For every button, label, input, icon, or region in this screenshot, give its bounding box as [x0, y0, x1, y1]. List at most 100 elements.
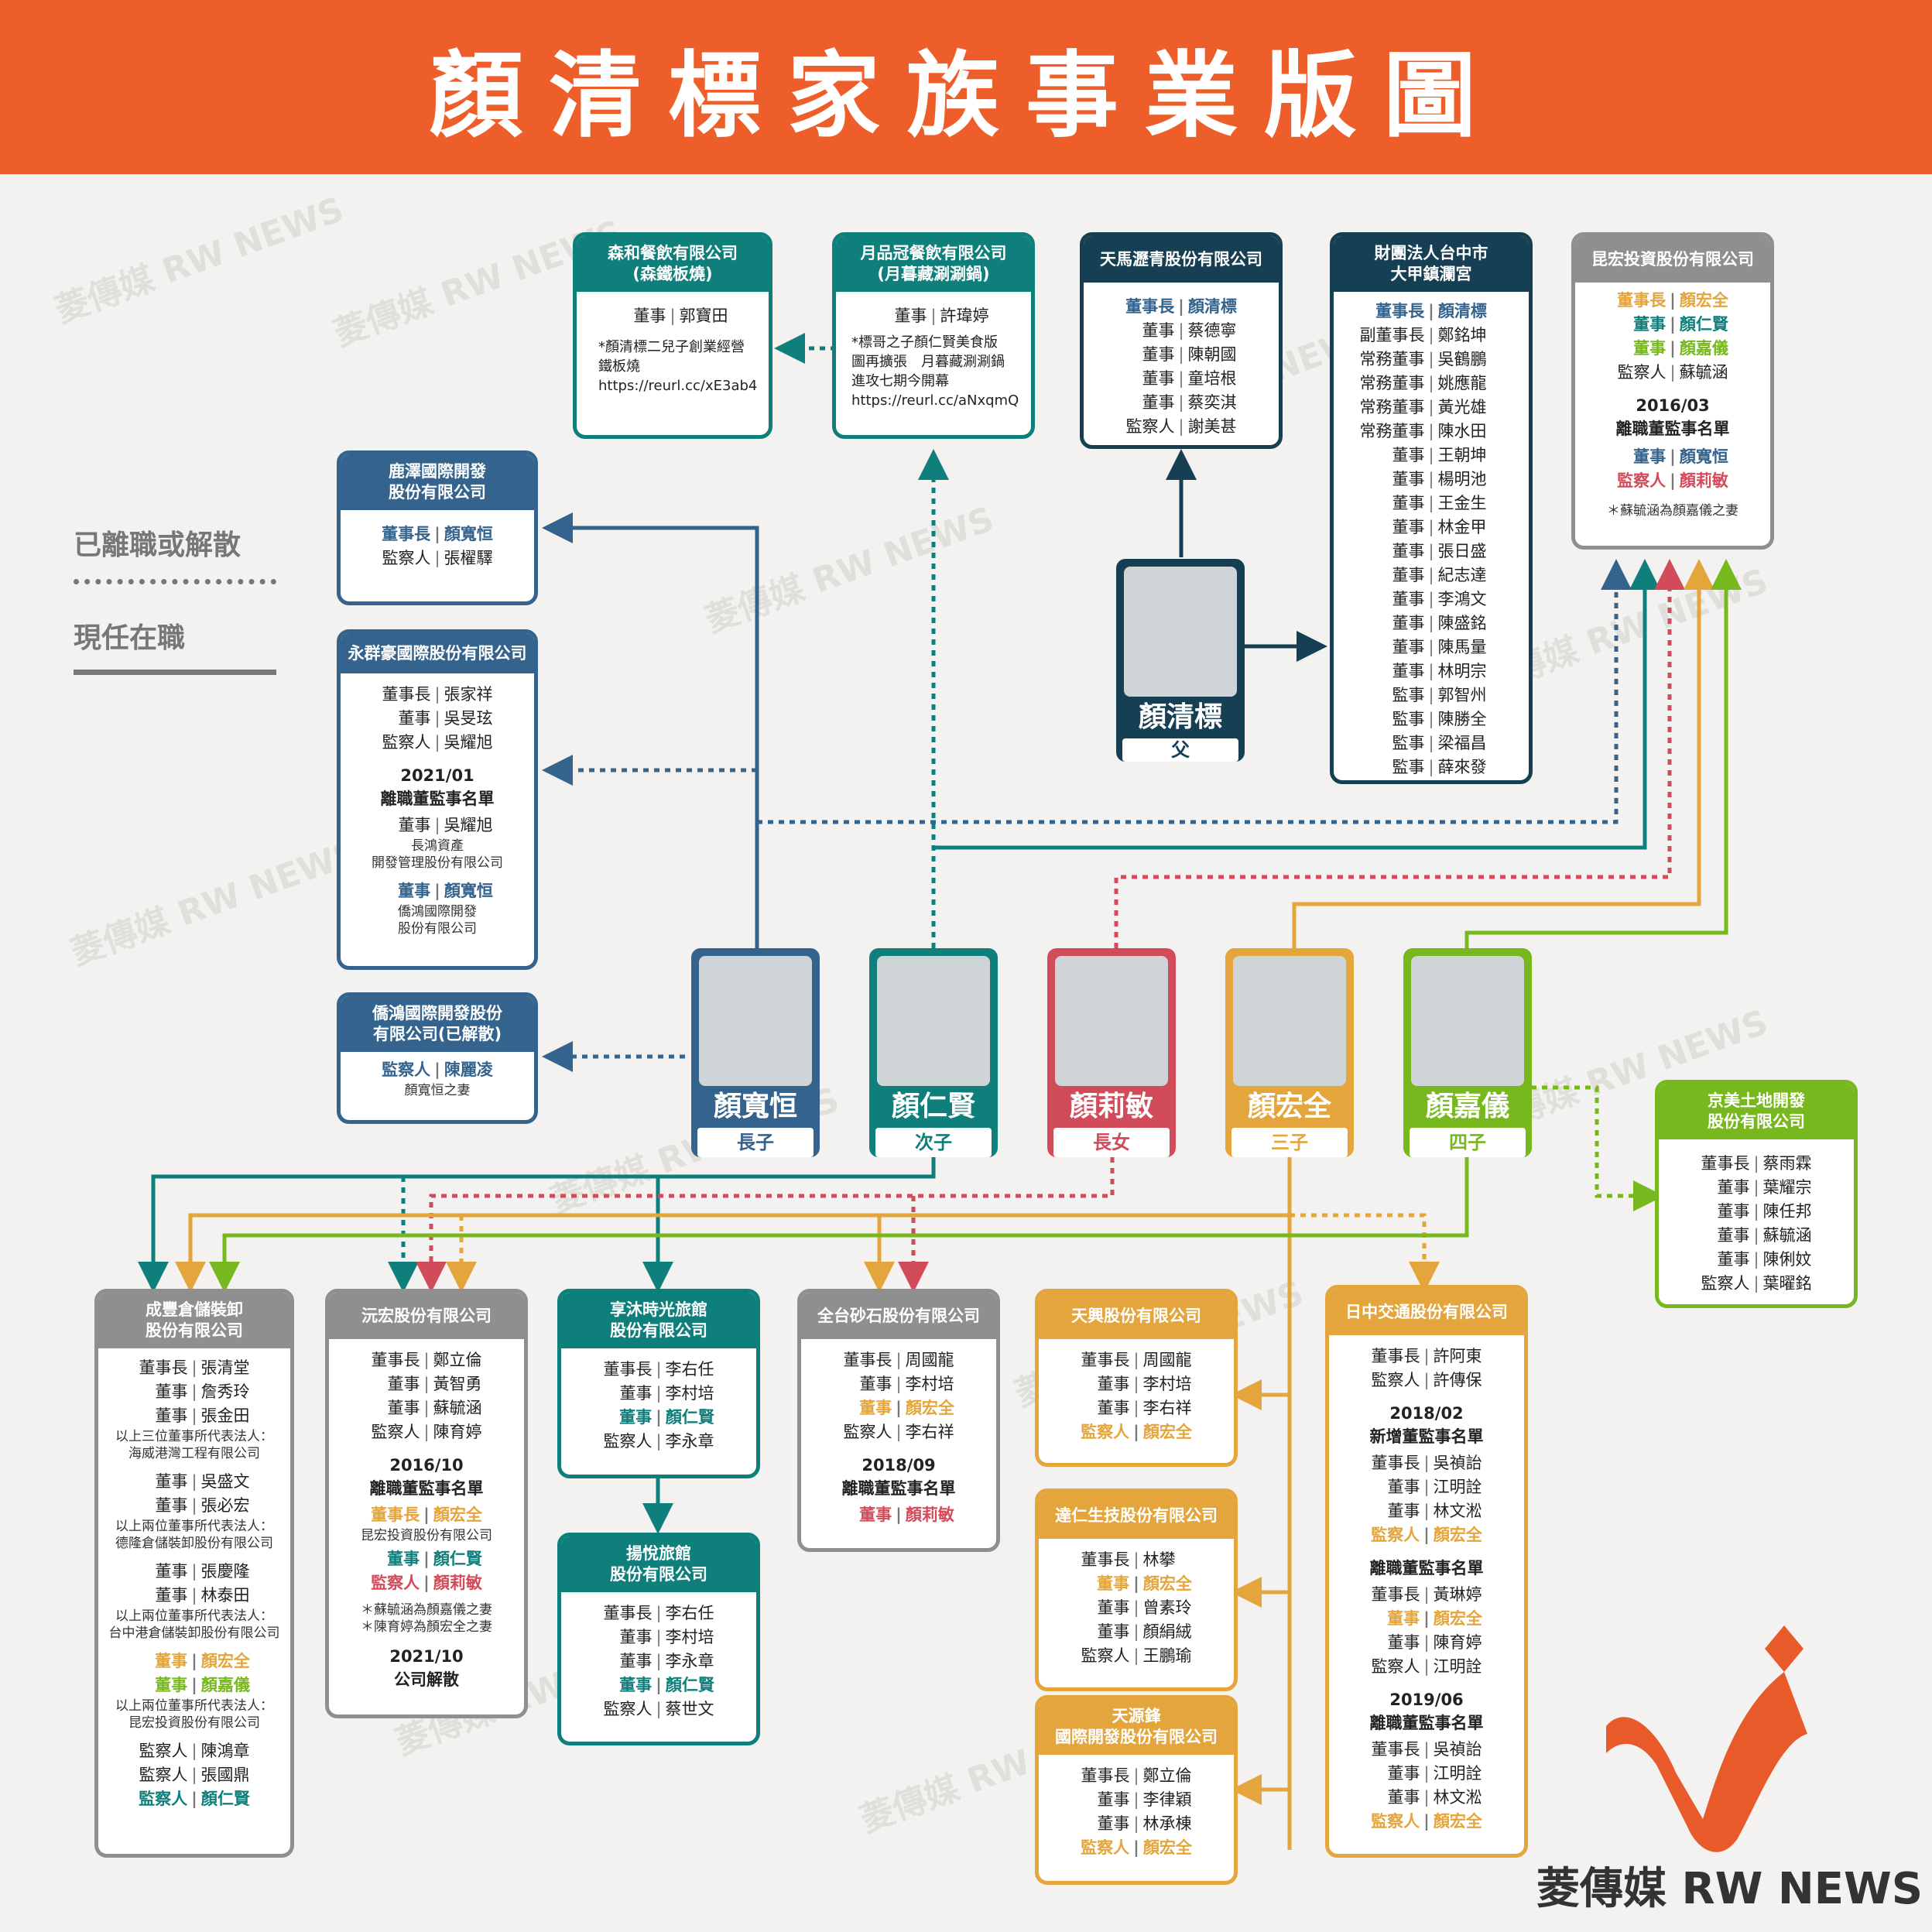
header: 顏清標家族事業版圖: [0, 0, 1932, 174]
member-row: 董事|蔡奕淇: [1142, 393, 1237, 412]
member-row: 董事|林金甲: [1392, 518, 1487, 536]
add-date: 2018/02: [1389, 1404, 1464, 1423]
resign-date: 2021/01: [400, 766, 474, 785]
member-row: 董事|顏仁賢: [619, 1408, 714, 1427]
member-row: 監察人|葉曜銘: [1701, 1274, 1812, 1293]
company-tianyuan: 天源鋒國際開發股份有限公司 董事長|鄭立倫董事|李律穎董事|林承棟監察人|顏宏全: [1035, 1695, 1238, 1885]
member-row: 董事長|蔡雨霖: [1701, 1154, 1812, 1173]
member-row: 董事|顏仁賢: [619, 1676, 714, 1694]
company-tianxing: 天興股份有限公司 董事長|周國龍董事|李村培董事|李右祥監察人|顏宏全: [1035, 1289, 1238, 1467]
member-row: 董事|顏寬恒: [398, 882, 493, 900]
member-row: 董事長|顏清標: [1375, 302, 1487, 320]
member-row: 監察人|吳耀旭: [382, 733, 493, 752]
member-row: 監察人|蔡世文: [603, 1700, 714, 1718]
member-row: 監事|薛來發: [1392, 758, 1487, 776]
portrait-photo: [1055, 956, 1168, 1086]
person-role: 父: [1122, 738, 1238, 762]
member-row: 董事|黃智勇: [387, 1375, 482, 1393]
person-name: 顏莉敏: [1069, 1091, 1153, 1122]
member-row: 董事|江明詮: [1387, 1764, 1482, 1783]
company-chengfeng: 成豐倉儲裝卸股份有限公司 董事長|張清堂 董事|詹秀玲 董事|張金田 以上三位董…: [94, 1289, 294, 1858]
member-row: 董事|李右祥: [1097, 1399, 1192, 1417]
member-row: 董事|楊明池: [1392, 470, 1487, 488]
member-row: 董事|蘇毓涵: [1717, 1226, 1812, 1245]
member-row: 董事|郭寶田: [633, 307, 728, 325]
member-row: 董事|陳朝國: [1142, 345, 1237, 364]
member-row: 監察人|王鵬瑜: [1081, 1646, 1192, 1665]
member-row: 董事長|顏宏全: [1617, 291, 1728, 310]
brand-logo-text: 菱傳媒 RW NEWS: [1536, 1864, 1923, 1914]
member-row: 董事長|李右任: [603, 1360, 714, 1379]
member-row: 董事|顏莉敏: [859, 1506, 954, 1524]
member-row: 監察人|李永章: [603, 1432, 714, 1451]
member-row: 董事|江明詮: [1387, 1478, 1482, 1496]
logo: [1606, 1625, 1807, 1852]
member-row: 監察人|陳鴻章: [139, 1742, 250, 1760]
member-row: 董事|陳馬量: [1392, 638, 1487, 656]
member-row: 董事|林文淞: [1387, 1502, 1482, 1520]
person-name: 顏寬恒: [713, 1091, 797, 1122]
person-name: 顏宏全: [1247, 1091, 1331, 1122]
member-row: 董事長|鄭立倫: [371, 1351, 482, 1369]
company-title: 京美土地開發股份有限公司: [1659, 1084, 1854, 1139]
member-row: 監事|郭智州: [1392, 686, 1487, 704]
company-title: 日中交通股份有限公司: [1329, 1289, 1524, 1335]
member-row: 董事|林文淞: [1387, 1788, 1482, 1807]
member-row: 董事|蘇毓涵: [387, 1399, 482, 1417]
member-row: 副董事長|鄭銘坤: [1359, 326, 1487, 344]
member-row: 監察人|許傳保: [1371, 1371, 1482, 1389]
member-row: 監察人|謝美甚: [1125, 417, 1237, 436]
person-son1: 顏寬恒 長子: [691, 948, 820, 1157]
member-row: 董事|陳盛銘: [1392, 614, 1487, 632]
legend-solid-line: [74, 670, 276, 675]
resign-date: 2016/03: [1636, 396, 1710, 415]
member-row: 董事|顏宏全: [1097, 1574, 1192, 1593]
person-son4: 顏嘉儀 四子: [1403, 948, 1532, 1157]
member-row: 董事|許瑋婷: [894, 307, 989, 325]
representative: 長鴻資產: [411, 838, 464, 854]
legend-solid-label: 現任在職: [74, 622, 186, 654]
company-title: 鹿澤國際開發股份有限公司: [341, 454, 534, 510]
member-row: 董事|李鴻文: [1392, 590, 1487, 608]
member-row: 董事|陳任邦: [1717, 1202, 1812, 1221]
person-son3: 顏宏全 三子: [1225, 948, 1354, 1157]
company-title: 僑鴻國際開發股份有限公司(已解散): [341, 996, 534, 1052]
company-yuepin: 月品冠餐飲有限公司(月暮藏涮涮鍋) 董事|許瑋婷 *標哥之子顏仁賢美食版圖再擴張…: [832, 232, 1035, 439]
resign-label: 離職董監事名單: [1615, 420, 1730, 438]
member-row: 董事|顏宏全: [1387, 1609, 1482, 1628]
member-row: 監察人|張國鼎: [139, 1766, 250, 1784]
portrait-photo: [1233, 956, 1346, 1086]
member-row: 董事|顏寬恒: [1633, 447, 1728, 466]
company-title: 永群豪國際股份有限公司: [341, 633, 534, 673]
company-kunhong: 昆宏投資股份有限公司 董事長|顏宏全 董事|顏仁賢 董事|顏嘉儀 監察人|蘇毓涵…: [1571, 232, 1774, 550]
member-row: 監察人|顏宏全: [1081, 1838, 1192, 1857]
representative: 僑鴻國際開發: [398, 904, 477, 920]
representative: 昆宏投資股份有限公司: [128, 1715, 260, 1731]
company-xiangmu: 享沐時光旅館股份有限公司 董事長|李右任董事|李村培董事|顏仁賢監察人|李永章: [557, 1289, 760, 1478]
legend-dotted-line: [74, 579, 276, 584]
add-label: 新增董監事名單: [1369, 1427, 1484, 1446]
member-row: 監事|梁福昌: [1392, 734, 1487, 752]
page-title: 顏清標家族事業版圖: [430, 40, 1502, 150]
representative: 開發管理股份有限公司: [372, 855, 503, 871]
member-row: 董事長|林攀: [1081, 1550, 1176, 1569]
person-daughter: 顏莉敏 長女: [1047, 948, 1176, 1157]
person-name: 顏仁賢: [891, 1091, 975, 1122]
resign-date: 2019/06: [1389, 1690, 1464, 1709]
representative: 海威港灣工程有限公司: [128, 1446, 260, 1461]
member-row: 董事|張金田: [155, 1406, 250, 1425]
representative: 德隆倉儲裝卸股份有限公司: [115, 1536, 273, 1551]
representative: 以上兩位董事所代表法人：: [115, 1519, 273, 1534]
member-row: 董事長|周國龍: [1081, 1351, 1192, 1369]
member-row: 董事|顏宏全: [859, 1399, 954, 1417]
note: 顏寬恒之妻: [404, 1083, 471, 1098]
member-row: 董事長|顏宏全: [371, 1506, 482, 1524]
company-dajia: 財團法人台中市大甲鎮瀾宮 董事長|顏清標副董事長|鄭銘坤常務董事|吳鶴鵬常務董事…: [1330, 232, 1533, 784]
member-row: 董事|顏仁賢: [387, 1550, 482, 1568]
resign-date: 2016/10: [389, 1456, 464, 1475]
member-row: 董事|童培根: [1142, 369, 1237, 388]
representative: 台中港倉儲裝卸股份有限公司: [108, 1625, 280, 1641]
member-row: 監察人|顏仁賢: [139, 1790, 250, 1808]
